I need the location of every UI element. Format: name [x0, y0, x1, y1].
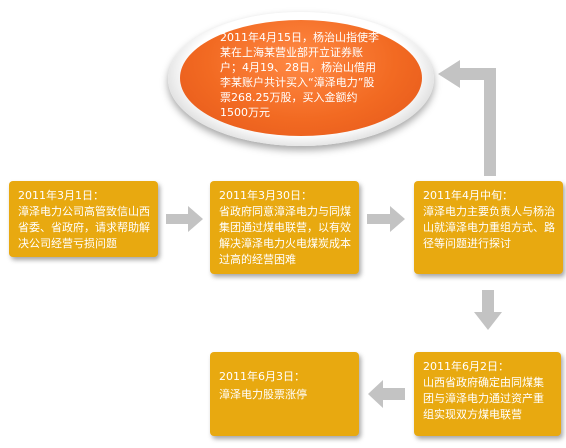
event-oval: 2011年4月15日，杨治山指使李某在上海某营业部开立证券账户；4月19、28日…	[180, 20, 422, 136]
step-box-1: 2011年3月1日： 漳泽电力公司高管致信山西省委、省政府，请求帮助解决公司经营…	[9, 181, 158, 257]
oval-text: 2011年4月15日，杨治山指使李某在上海某营业部开立证券账户；4月19、28日…	[220, 31, 379, 119]
step-text: 山西省政府确定由同煤集团与漳泽电力通过资产重组实现双方煤电联营	[423, 376, 544, 421]
arrow-step3-to-oval	[438, 60, 496, 176]
step-box-2: 2011年3月30日： 省政府同意漳泽电力与同煤集团通过煤电联营，以有效解决漳泽…	[210, 181, 359, 274]
step-text: 漳泽电力主要负责人与杨治山就漳泽电力重组方式、路径等问题进行探讨	[423, 205, 555, 250]
step-date: 2011年4月中旬：	[423, 189, 513, 202]
step-text: 漳泽电力公司高管致信山西省委、省政府，请求帮助解决公司经营亏损问题	[18, 205, 150, 250]
step-date: 2011年3月30日：	[219, 189, 312, 202]
step-box-5: 2011年6月3日： 漳泽电力股票涨停	[210, 352, 359, 436]
arrow-step4-to-step5	[368, 380, 405, 408]
step-text: 省政府同意漳泽电力与同煤集团通过煤电联营，以有效解决漳泽电力火电煤炭成本过高的经…	[219, 205, 351, 266]
step-date: 2011年3月1日：	[18, 189, 104, 202]
step-box-3: 2011年4月中旬： 漳泽电力主要负责人与杨治山就漳泽电力重组方式、路径等问题进…	[414, 181, 563, 274]
arrow-step1-to-step2	[166, 206, 203, 232]
step-date: 2011年6月3日：	[219, 370, 305, 383]
arrow-step3-to-step4	[474, 290, 502, 330]
step-date: 2011年6月2日：	[423, 360, 509, 373]
arrow-step2-to-step3	[367, 206, 405, 232]
step-box-4: 2011年6月2日： 山西省政府确定由同煤集团与漳泽电力通过资产重组实现双方煤电…	[414, 352, 561, 436]
step-text: 漳泽电力股票涨停	[219, 388, 307, 401]
